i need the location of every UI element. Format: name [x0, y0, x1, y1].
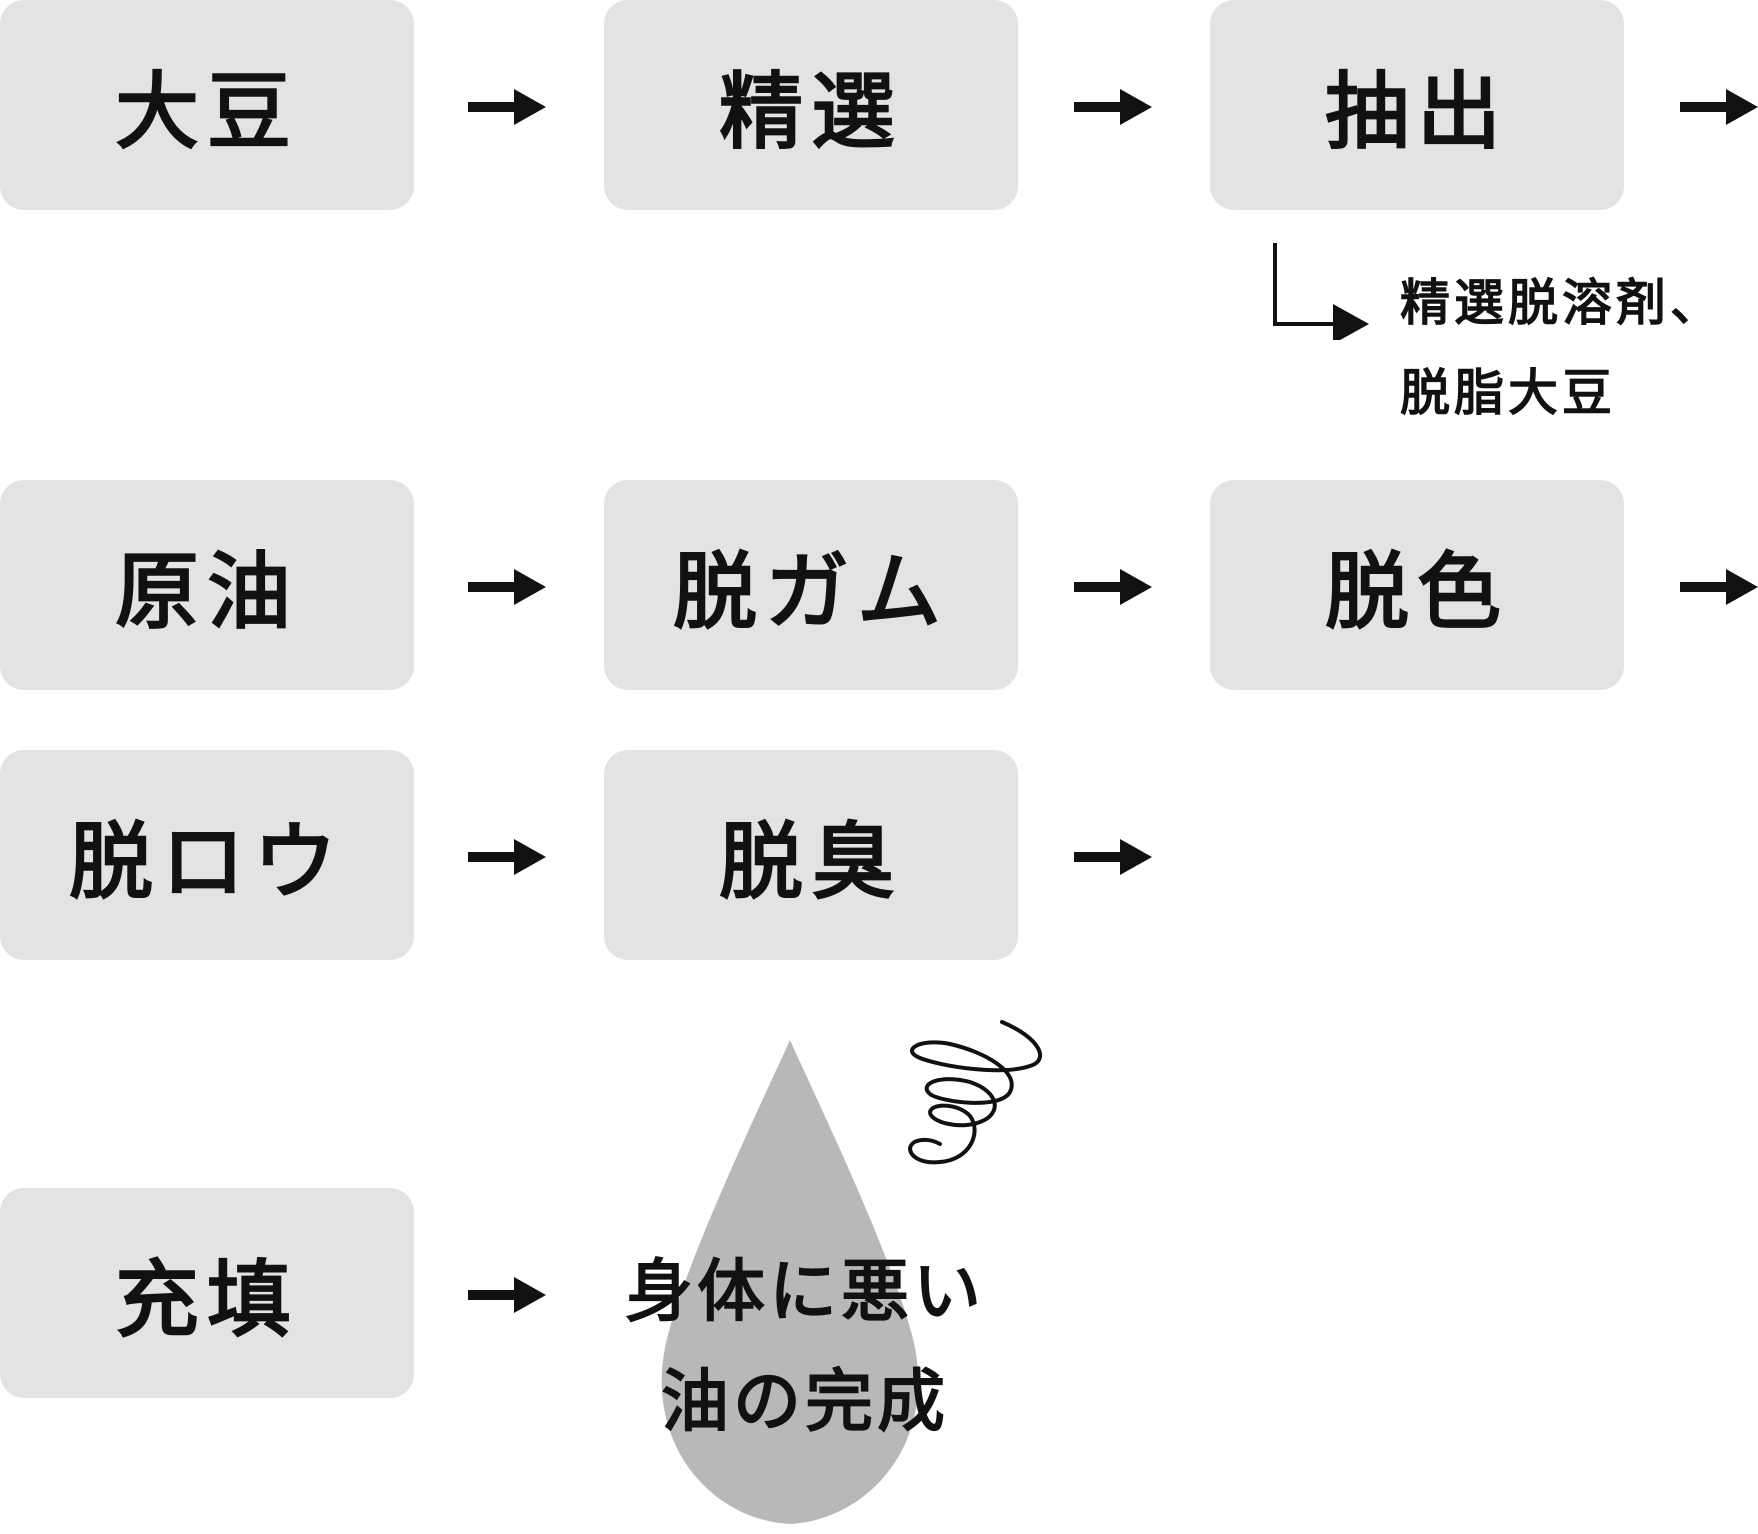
step-extraction: 抽出	[1210, 0, 1624, 210]
arrow-right-icon	[468, 1277, 546, 1313]
arrow-right-icon	[1680, 569, 1758, 605]
arrow-right-icon	[468, 839, 546, 875]
oil-drop-icon	[650, 1040, 930, 1530]
result-line-1: 身体に悪い	[624, 1253, 985, 1332]
step-selection: 精選	[604, 0, 1018, 210]
step-soybean: 大豆	[0, 0, 414, 210]
step-crude-oil: 原油	[0, 480, 414, 690]
arrow-right-icon	[468, 569, 546, 605]
arrow-right-icon	[1074, 569, 1152, 605]
branch-arrow-icon	[1265, 240, 1370, 344]
step-decoloring: 脱色	[1210, 480, 1624, 690]
byproduct-note: 精選脱溶剤、 脱脂大豆	[1400, 258, 1724, 438]
result-text: 身体に悪い 油の完成	[570, 1238, 1040, 1458]
step-filling: 充填	[0, 1188, 414, 1398]
arrow-right-icon	[1074, 839, 1152, 875]
result-line-2: 油の完成	[660, 1363, 949, 1442]
arrow-right-icon	[468, 89, 546, 125]
step-deodorizing: 脱臭	[604, 750, 1018, 960]
arrow-right-icon	[1074, 89, 1152, 125]
byproduct-line-1: 精選脱溶剤、	[1400, 274, 1724, 332]
step-degumming: 脱ガム	[604, 480, 1018, 690]
byproduct-line-2: 脱脂大豆	[1400, 364, 1616, 422]
squiggle-icon	[890, 1010, 1050, 1180]
step-dewaxing: 脱ロウ	[0, 750, 414, 960]
arrow-right-icon	[1680, 89, 1758, 125]
